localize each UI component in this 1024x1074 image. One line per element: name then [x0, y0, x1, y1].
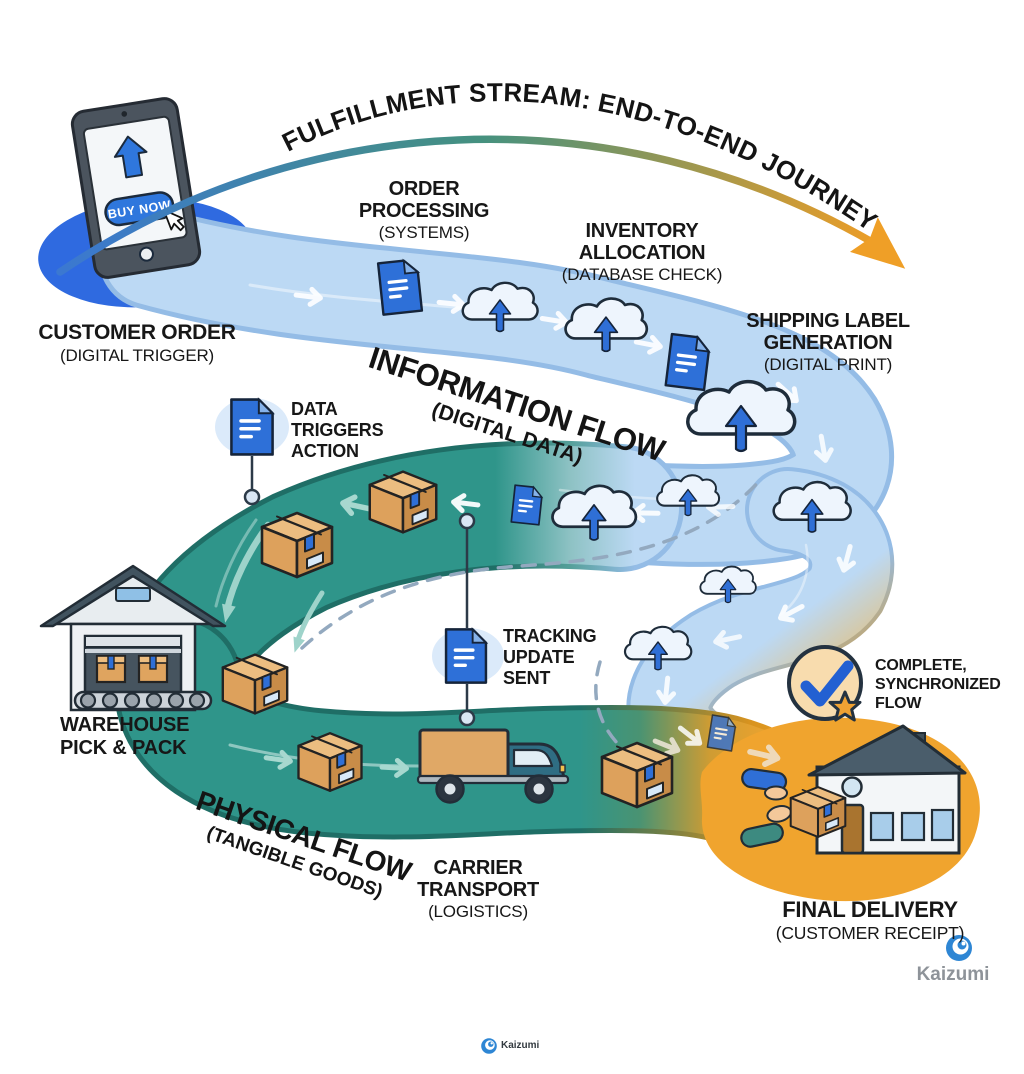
callout-text: DATA TRIGGERS ACTION — [291, 399, 384, 462]
package-box-icon — [600, 741, 674, 809]
sleeve-teal — [740, 822, 784, 848]
truck-headlight — [559, 764, 566, 773]
stage-label: WAREHOUSE PICK & PACK — [60, 714, 190, 759]
document-icon — [444, 628, 488, 684]
stage-sublabel: (DIGITAL TRIGGER) — [59, 345, 215, 365]
kaizumi-footer-logo-icon — [481, 1038, 497, 1054]
camera-dot-icon — [121, 111, 128, 117]
callout-text: TRACKING UPDATE SENT — [503, 626, 597, 689]
stage-warehouse-pick-pack: WAREHOUSE PICK & PACK — [60, 714, 230, 760]
package-box-icon — [297, 732, 363, 792]
conveyor-rollers — [79, 692, 206, 709]
stage-label: INVENTORY ALLOCATION — [578, 220, 706, 264]
dashed-sync-path — [300, 476, 764, 750]
package-box-icon — [789, 786, 847, 838]
roof — [807, 724, 967, 777]
truck-wheels — [435, 774, 554, 804]
document-icon — [230, 398, 274, 456]
stage-sublabel: (DIGITAL PRINT) — [763, 355, 893, 375]
hand — [764, 785, 788, 801]
home-button-icon — [138, 246, 154, 262]
round-window — [841, 776, 863, 798]
stage-label: SHIPPING LABEL GENERATION — [746, 310, 910, 354]
data-triggers-callout-graphic — [215, 398, 289, 506]
callout-data-triggers-action: DATA TRIGGERS ACTION — [291, 399, 401, 463]
package-box-icon — [260, 511, 334, 579]
stage-label: FINAL DELIVERY — [782, 897, 958, 922]
callout-tracking-update-sent: TRACKING UPDATE SENT — [503, 626, 623, 690]
warehouse-box — [137, 654, 169, 684]
truck-window — [512, 748, 554, 768]
stage-label: CUSTOMER ORDER — [38, 321, 236, 344]
window — [930, 808, 955, 842]
stage-sublabel: (SYSTEMS) — [378, 223, 470, 243]
stage-final-delivery: FINAL DELIVERY (CUSTOMER RECEIPT) — [740, 898, 1000, 943]
tracking-update-callout-graphic — [432, 512, 504, 727]
delivery-truck-icon — [416, 728, 570, 804]
star-icon — [828, 690, 862, 722]
checkmark-star-badge-icon — [787, 645, 863, 722]
teal-arrowhead — [222, 603, 236, 623]
warehouse-box — [95, 654, 127, 684]
tablet-buy-now-icon: BUY NOW — [70, 97, 202, 279]
door — [840, 803, 865, 855]
window — [869, 811, 895, 842]
stage-order-processing: ORDER PROCESSING (SYSTEMS) — [349, 178, 499, 243]
kaizumi-footer-text: Kaizumi — [501, 1040, 540, 1051]
window — [900, 811, 926, 842]
cursor-icon — [162, 209, 185, 232]
kaizumi-watermark-text: Kaizumi — [916, 964, 990, 985]
kaizumi-wave-logo-icon — [946, 935, 972, 961]
stage-label: CARRIER TRANSPORT — [417, 857, 539, 901]
stage-customer-order: CUSTOMER ORDER (DIGITAL TRIGGER) — [12, 321, 262, 365]
stage-shipping-label-generation: SHIPPING LABEL GENERATION (DIGITAL PRINT… — [723, 310, 933, 375]
stage-sublabel: (LOGISTICS) — [428, 902, 528, 922]
arc-arrowhead-icon — [849, 217, 906, 269]
stage-label: ORDER PROCESSING — [358, 178, 490, 222]
stage-carrier-transport: CARRIER TRANSPORT (LOGISTICS) — [398, 857, 558, 922]
callout-text: COMPLETE, SYNCHRONIZED FLOW — [875, 657, 1001, 713]
stage-sublabel: (DATABASE CHECK) — [561, 265, 723, 285]
package-box-icon — [368, 470, 438, 534]
sleeve-blue — [741, 767, 788, 792]
package-box-icon — [221, 653, 289, 715]
stage-inventory-allocation: INVENTORY ALLOCATION (DATABASE CHECK) — [552, 220, 732, 285]
teal-arrowhead-2 — [293, 636, 305, 653]
delivery-handoff — [740, 767, 847, 848]
warehouse-window — [115, 587, 151, 602]
house-icon — [807, 724, 967, 855]
checkmark-icon — [800, 660, 854, 707]
up-arrow-icon — [113, 135, 148, 179]
stage-sublabel: (CUSTOMER RECEIPT) — [775, 922, 965, 943]
callout-complete-synchronized-flow: COMPLETE, SYNCHRONIZED FLOW — [875, 656, 1024, 714]
warehouse-icon — [39, 564, 227, 712]
